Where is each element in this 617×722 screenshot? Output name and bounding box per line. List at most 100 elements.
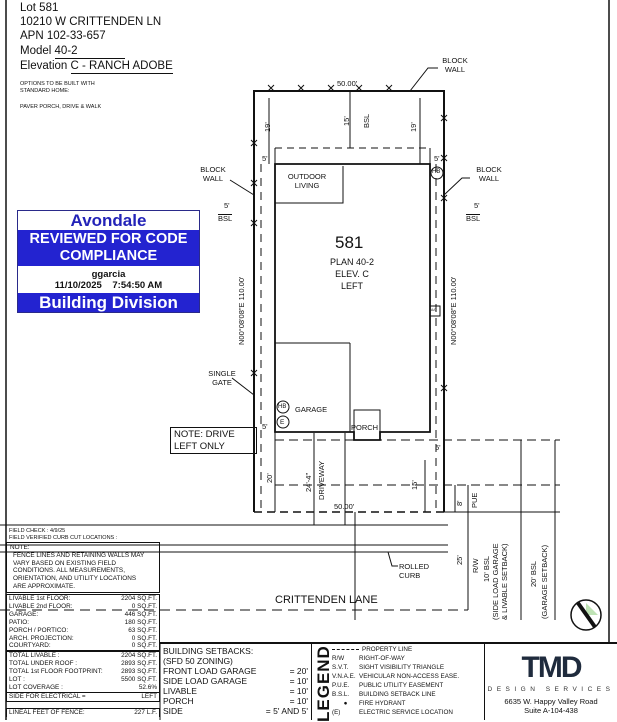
- legend-abbr: V.N.A.E.: [332, 673, 356, 680]
- legend-abbr: S.V.T.: [332, 664, 349, 671]
- total-row: TOTAL UNDER ROOF :2893 SQ.FT.: [7, 660, 159, 668]
- hose-bib-rear-label: HB: [432, 169, 441, 175]
- plan-model: PLAN 40-2: [329, 257, 375, 267]
- legend-text: SIGHT VISIBILITY TRIANGLE: [359, 664, 445, 671]
- side-bearing-left: N00°08'08"E 110.00': [237, 276, 246, 345]
- note-title: NOTE:: [10, 544, 30, 551]
- total-row: TOTAL LIVABLE :2204 SQ.FT.: [7, 652, 159, 660]
- area-row: LIVABLE 2nd FLOOR: 0 SQ.FT.: [7, 603, 159, 611]
- legend-item: (E)ELECTRIC SERVICE LOCATION: [332, 708, 459, 717]
- setback-label: SIDE LOAD GARAGE: [163, 676, 248, 686]
- area-label: LIVABLE 1st FLOOR:: [9, 595, 71, 602]
- fence-label: LINEAL FEET OF FENCE:: [9, 709, 85, 716]
- garage-label: GARAGE: [295, 405, 328, 414]
- setback-value: = 10': [289, 686, 308, 696]
- block-wall-rear-label: BLOCK WALL: [442, 56, 468, 74]
- stamp-city: Avondale: [70, 211, 147, 230]
- field-verified: FIELD VERIFIED CURB CUT LOCATIONS :: [9, 535, 118, 541]
- area-table: LIVABLE 1st FLOOR: 2204 SQ.FT. LIVABLE 2n…: [6, 594, 160, 652]
- front-setback-20: 20': [265, 473, 274, 483]
- property-line: [253, 90, 445, 512]
- legend-text: BUILDING SETBACK LINE: [359, 691, 436, 698]
- side-5-right: 5': [434, 154, 440, 163]
- electric-label: E: [280, 419, 285, 426]
- area-label: PORCH / PORTICO:: [9, 626, 69, 634]
- options-line2: STANDARD HOME:: [20, 88, 70, 94]
- front-setback-15: 15': [410, 480, 419, 490]
- total-row: TOTAL 1st FLOOR FOOTPRINT:2893 SQ.FT.: [7, 668, 159, 676]
- area-value: 0 SQ.FT.: [131, 602, 157, 610]
- area-label: GARAGE:: [9, 610, 39, 618]
- street-name: CRITTENDEN LANE: [275, 594, 378, 606]
- setback-label: PORCH: [163, 696, 194, 706]
- legend-item: ●FIRE HYDRANT: [332, 699, 459, 708]
- driveway-width: 24'-4": [304, 472, 313, 492]
- address: 10210 W CRITTENDEN LN: [20, 16, 162, 28]
- area-label: ARCH. PROJECTION:: [9, 634, 74, 642]
- rw-dim: 25': [455, 555, 464, 565]
- setback-row: PORCH = 10': [163, 696, 308, 706]
- review-stamp: Avondale REVIEWED FOR CODE COMPLIANCE gg…: [17, 210, 200, 313]
- note-line: CONDITIONS. ALL MEASUREMENTS,: [13, 567, 125, 575]
- setback-label: SIDE: [163, 706, 183, 716]
- total-value: 2893 SQ.FT.: [121, 667, 157, 675]
- legend-text: VEHICULAR NON-ACCESS EASE.: [359, 673, 460, 680]
- elevation-value: C - RANCH ADOBE: [70, 60, 173, 74]
- field-check: FIELD CHECK : 4/9/25: [9, 528, 66, 534]
- plan-handing: LEFT: [340, 281, 363, 291]
- hose-bib-icon: [276, 400, 290, 414]
- elevation-label: Elevation: [20, 60, 68, 72]
- legend-text: PUBLIC UTILITY EASEMENT: [359, 682, 444, 689]
- total-label: TOTAL UNDER ROOF :: [9, 659, 78, 667]
- note-line: VARY BASED ON EXISTING FIELD: [13, 559, 116, 567]
- area-label: LIVABLE 2nd FLOOR:: [9, 602, 73, 610]
- stamp-reviewer: ggarcia: [91, 269, 126, 280]
- setbacks-title: BUILDING SETBACKS:: [163, 646, 254, 656]
- ac-unit: [429, 305, 441, 317]
- area-value: 0 SQ.FT.: [131, 642, 157, 650]
- stamp-date: 11/10/2025: [54, 280, 102, 291]
- side-bearing-right: N00°08'08"E 110.00': [449, 276, 458, 345]
- apn: APN 102-33-657: [20, 30, 106, 42]
- area-row: COURTYARD: 0 SQ.FT.: [7, 642, 159, 650]
- bsl-left-label: BSL: [218, 214, 233, 223]
- bsl-left-dim: 5': [224, 201, 230, 210]
- total-label: TOTAL LIVABLE :: [9, 652, 60, 659]
- setback-row: SIDE = 5' AND 5': [163, 706, 308, 716]
- pue-dim: 8': [455, 500, 464, 506]
- rolled-curb-label: ROLLED CURB: [399, 562, 430, 580]
- rear-setback-right: 19': [409, 122, 418, 132]
- setback-row: LIVABLE= 10': [163, 686, 308, 696]
- setback-value: = 5' AND 5': [265, 706, 308, 716]
- area-value: 2204 SQ.FT.: [121, 595, 157, 602]
- firm-suite: Suite A-104-438: [524, 706, 578, 715]
- area-row: GARAGE: 446 SQ.FT.: [7, 611, 159, 619]
- setback-value: = 10': [289, 696, 308, 706]
- model-value: 40-2: [54, 45, 125, 59]
- hose-bib-label: HB: [278, 404, 287, 410]
- electrical-value: LEFT: [141, 693, 157, 700]
- area-label: COURTYARD:: [9, 642, 51, 650]
- model-label: Model: [20, 45, 52, 57]
- legend-abbr: R/W: [332, 655, 345, 662]
- driveway-label: DRIVEWAY: [317, 460, 326, 500]
- block-wall-right-label: BLOCK WALL: [476, 165, 502, 183]
- legend-text: ELECTRIC SERVICE LOCATION: [359, 709, 453, 716]
- area-value: 446 SQ.FT.: [124, 610, 157, 618]
- totals-table: TOTAL LIVABLE :2204 SQ.FT. TOTAL UNDER R…: [6, 651, 160, 693]
- options-line1: OPTIONS TO BE BUILT WITH: [20, 81, 95, 87]
- property-line-symbol: [332, 645, 359, 650]
- legend-abbr: B.S.L.: [332, 691, 350, 698]
- note-line: ORIENTATION, AND UTILITY LOCATIONS: [13, 575, 137, 583]
- ac-label: A/C: [431, 308, 437, 312]
- area-row: ARCH. PROJECTION:0 SQ.FT.: [7, 635, 159, 643]
- bsl10-line3: & LIVABLE SETBACK): [500, 543, 509, 620]
- fence-value: 227 L.F.: [134, 709, 157, 716]
- stamp-division: Building Division: [18, 293, 199, 312]
- legend-text: RIGHT-OF-WAY: [359, 655, 405, 662]
- building-setbacks: BUILDING SETBACKS: (SFD 50 ZONING) FRONT…: [160, 644, 312, 720]
- total-label: LOT COVERAGE :: [9, 683, 63, 691]
- rear-setback-left: 19': [263, 122, 272, 132]
